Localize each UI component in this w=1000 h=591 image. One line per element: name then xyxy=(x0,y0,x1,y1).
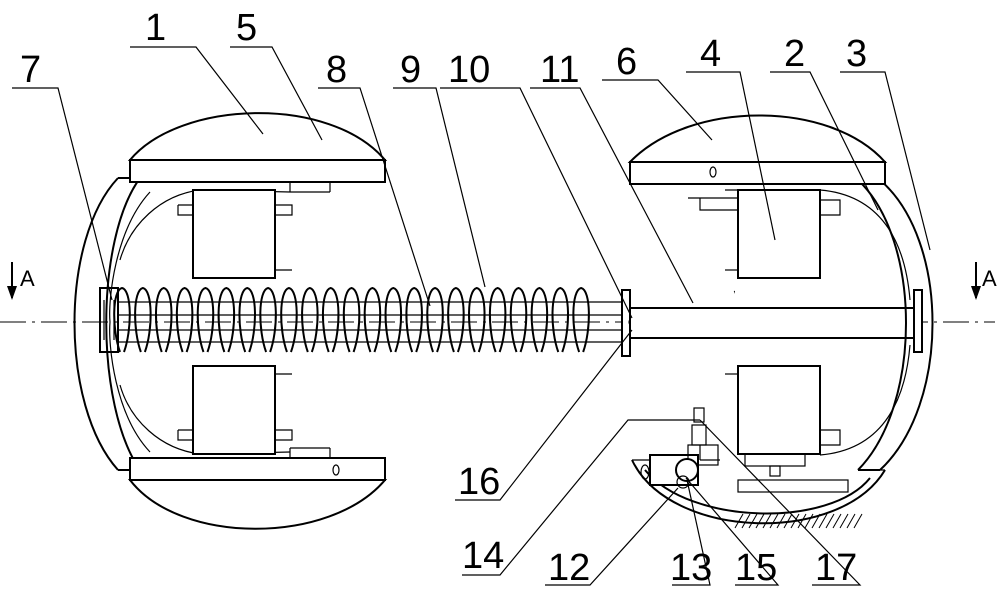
hatch-line xyxy=(790,513,800,529)
label-7: 7 xyxy=(20,49,41,91)
label-4: 4 xyxy=(700,33,721,75)
latch-mechanism xyxy=(640,407,720,489)
right-bottom-shell xyxy=(631,459,886,529)
svg-text:A: A xyxy=(20,266,35,291)
hatch-line xyxy=(762,513,772,529)
right-top-cap xyxy=(627,114,888,185)
label-8: 8 xyxy=(326,49,347,91)
left-upper-block xyxy=(177,189,293,279)
hatch-line xyxy=(804,513,814,529)
left-top-cap xyxy=(127,112,388,193)
hatch-line xyxy=(797,513,807,529)
spring-coil xyxy=(238,286,256,353)
connecting-rod xyxy=(629,289,923,353)
spring-coil xyxy=(113,286,131,353)
spring-coil xyxy=(134,286,152,353)
spring-coil xyxy=(447,286,465,353)
label-6: 6 xyxy=(616,41,637,83)
left-housing xyxy=(73,177,291,471)
svg-text:A: A xyxy=(982,266,997,291)
right-lower-block xyxy=(725,365,841,477)
spring-coil xyxy=(384,286,403,353)
label-16: 16 xyxy=(458,461,500,503)
section-marker-left: A xyxy=(7,262,35,300)
spring-coil xyxy=(217,286,236,353)
spring-coil xyxy=(405,286,423,353)
spring-coil xyxy=(530,286,549,353)
hatch-line xyxy=(853,513,863,529)
hatch-line xyxy=(846,513,856,529)
spring-rod xyxy=(99,287,622,353)
label-12: 12 xyxy=(548,547,590,589)
spring-coil xyxy=(259,286,277,353)
hatch-line xyxy=(818,513,828,529)
spring-coil xyxy=(572,286,590,353)
hatch-line xyxy=(769,513,779,529)
hatch-line xyxy=(748,513,758,529)
hatch-line xyxy=(783,513,793,529)
spring-coil xyxy=(280,286,298,353)
label-15: 15 xyxy=(735,547,777,589)
label-1: 1 xyxy=(145,7,166,49)
label-10: 10 xyxy=(448,49,490,91)
label-2: 2 xyxy=(784,33,805,75)
spring-coil xyxy=(196,286,215,353)
label-9: 9 xyxy=(400,49,421,91)
spring-coil xyxy=(551,286,570,353)
spring-coil xyxy=(154,286,173,353)
spring-coil xyxy=(342,286,361,353)
svg-text:,: , xyxy=(733,284,736,295)
hatch-line xyxy=(811,513,821,529)
hatch-line xyxy=(734,513,744,529)
spring-coil xyxy=(321,286,340,353)
hatch-line xyxy=(825,513,835,529)
label-11: 11 xyxy=(540,49,579,91)
compression-spring xyxy=(113,286,590,353)
hatch-line xyxy=(776,513,786,529)
label-13: 13 xyxy=(670,547,712,589)
spring-coil xyxy=(488,286,507,353)
hatch-line xyxy=(839,513,849,529)
label-17: 17 xyxy=(815,547,857,589)
label-14: 14 xyxy=(462,535,504,577)
leader-lines xyxy=(12,46,931,586)
right-housing xyxy=(725,179,934,471)
left-lower-block xyxy=(177,365,293,455)
spring-coil xyxy=(509,286,528,353)
right-upper-block xyxy=(688,189,841,279)
label-5: 5 xyxy=(236,7,257,49)
hatch-line xyxy=(755,513,765,529)
spring-coil xyxy=(175,286,194,353)
spring-coil xyxy=(468,286,486,353)
hatch-line xyxy=(832,513,842,529)
spring-coil xyxy=(363,286,382,353)
spring-coil xyxy=(426,286,444,353)
label-3: 3 xyxy=(846,33,867,75)
hatch-line xyxy=(741,513,751,529)
section-marker-right: A xyxy=(971,262,997,300)
spring-coil xyxy=(301,286,319,353)
left-bottom-cap xyxy=(127,447,388,530)
part-labels: 1 5 7 8 9 10 11 6 4 2 3 16 14 12 13 15 1… xyxy=(20,7,867,589)
